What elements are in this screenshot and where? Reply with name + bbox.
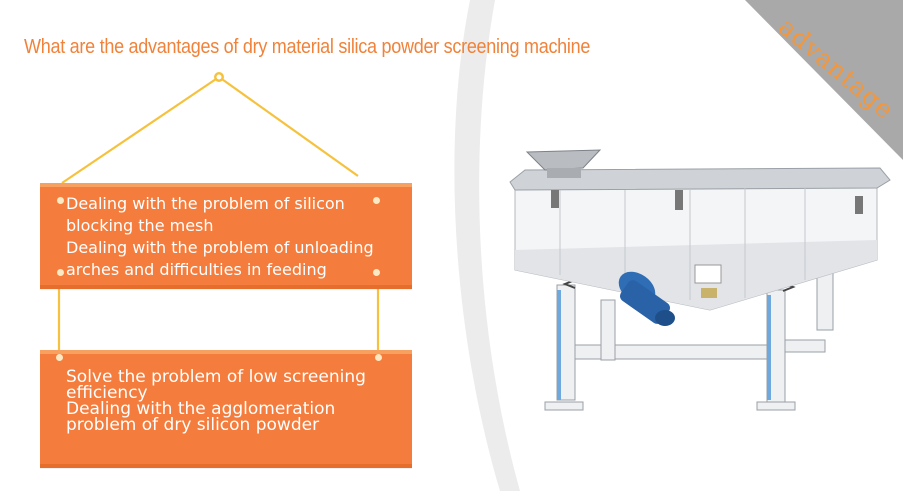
base-strips: [557, 290, 771, 400]
panel-shadow: [40, 464, 412, 468]
panel-line: Dealing with the problem of silicon: [66, 194, 345, 213]
hanger-knots: [214, 72, 224, 82]
label-plate: [701, 288, 717, 298]
panel-line: Dealing with the problem of unloading: [66, 238, 374, 257]
corner-triangle: [745, 0, 903, 160]
screen-cover: [509, 167, 891, 191]
feed-hopper: [525, 149, 602, 171]
rivet-icon: [57, 269, 64, 276]
rivet-icon: [57, 197, 64, 204]
panel-lines: [559, 187, 806, 300]
panel-shadow: [40, 285, 412, 289]
panel-line: efficiency: [66, 383, 148, 403]
screening-machine-image: [509, 149, 891, 411]
panel-text: Solve the problem of low screening effic…: [66, 367, 404, 435]
page-title: What are the advantages of dry material …: [24, 36, 591, 58]
hopper-neck: [547, 168, 581, 178]
gray-swoosh: [454, 0, 520, 491]
rivet-icon: [373, 197, 380, 204]
rivet-icon: [373, 269, 380, 276]
rivet-icon: [375, 354, 382, 361]
panel-highlight: [40, 183, 412, 187]
nameplate: [694, 264, 722, 284]
panel-highlight: [40, 350, 412, 354]
panel-line: arches and difficulties in feeding: [66, 260, 327, 279]
panel-line: problem of dry silicon powder: [66, 415, 320, 435]
advantage-panel-1: Dealing with the problem of silicon bloc…: [40, 183, 412, 289]
vibration-motor: [618, 271, 675, 326]
panel-text: Dealing with the problem of silicon bloc…: [66, 193, 404, 281]
rivet-icon: [56, 354, 63, 361]
advantage-panel-2: Solve the problem of low screening effic…: [40, 350, 412, 468]
panel-line: Dealing with the agglomeration: [66, 399, 336, 419]
hanger-strings: [57, 76, 380, 356]
panel-line: blocking the mesh: [66, 216, 214, 235]
clamps: [551, 190, 863, 214]
panel-line: Solve the problem of low screening: [66, 367, 366, 387]
